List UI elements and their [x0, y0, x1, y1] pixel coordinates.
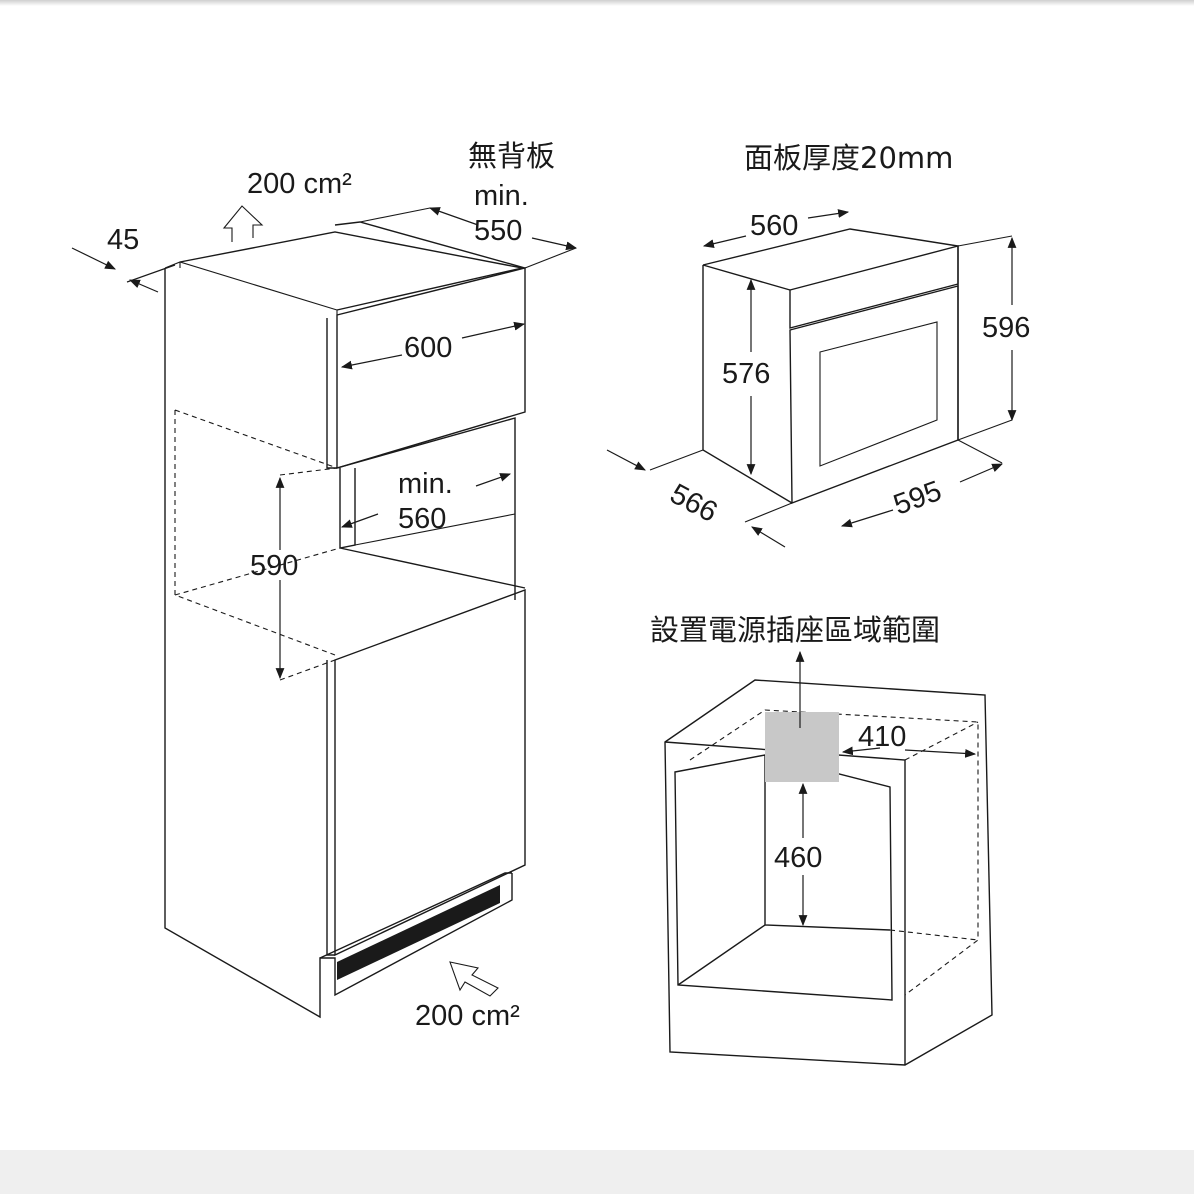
- niche-590-label: 590: [250, 550, 298, 582]
- oven-width-595-arrow-left: [840, 509, 894, 528]
- oven-depth-566-label: 566: [665, 478, 723, 529]
- width-600-arrow-left: [340, 354, 403, 370]
- oven-control-panel: [789, 245, 959, 329]
- gap-45-arrow-2: [128, 279, 159, 293]
- niche-width-arrow-left: [340, 513, 379, 528]
- oven-width-595-arrow-right: [959, 463, 1004, 483]
- socket-area-diagram: 設置電源插座區域範圍 410 460: [650, 613, 993, 1066]
- oven-width-560-arrow-right: [807, 209, 850, 219]
- width-600-label: 600: [404, 332, 452, 364]
- depth-arrow-front: [531, 237, 578, 251]
- no-backboard-label: 無背板: [468, 139, 555, 173]
- oven-window: [819, 321, 938, 467]
- oven-height-guide-bottom: [957, 419, 1013, 441]
- cabinet-top-rim: [164, 261, 338, 315]
- niche-dashed-outline: [174, 409, 341, 681]
- oven-width-595-label: 595: [889, 475, 945, 522]
- gap-45-arrow: [71, 247, 116, 270]
- gap-45-label: 45: [107, 224, 139, 256]
- cabinet-left-panel: [164, 268, 513, 1019]
- socket-width-410-arrow-left: [841, 746, 881, 756]
- plinth: [319, 872, 512, 959]
- vent-up-arrow-icon: [222, 205, 264, 242]
- top-edge-shadow: [0, 0, 1194, 6]
- socket-cabinet-front-edge: [664, 741, 906, 1065]
- socket-cabinet-dashed: [689, 709, 979, 996]
- vent-bottom-arrow-icon: [449, 961, 499, 997]
- bottom-vent-slot: [337, 885, 500, 980]
- socket-height-460-label: 460: [774, 842, 822, 874]
- panel-thickness-label: 面板厚度20mm: [744, 141, 953, 175]
- socket-zone: [765, 712, 839, 782]
- width-600-arrow-right: [461, 321, 526, 339]
- oven-width-560-label: 560: [750, 210, 798, 242]
- oven-door: [789, 285, 959, 505]
- socket-cabinet-opening: [674, 754, 893, 1001]
- oven-depth-566-arrow: [606, 449, 646, 471]
- oven-diagram: 面板厚度20mm 560 596 576 566 595: [606, 141, 1030, 548]
- depth-min-label: min.: [474, 180, 529, 212]
- oven-niche: [336, 417, 526, 600]
- oven-depth-guide: [649, 449, 793, 523]
- oven-height-576-label: 576: [722, 358, 770, 390]
- socket-width-410-label: 410: [858, 721, 906, 753]
- niche-width-arrow-right: [475, 473, 512, 487]
- depth-550-label: 550: [474, 215, 522, 247]
- oven-width-560-arrow-left: [702, 235, 747, 248]
- depth-guide-front: [524, 247, 577, 269]
- socket-cabinet-outer: [664, 679, 993, 1066]
- oven-height-596-label: 596: [982, 312, 1030, 344]
- height-min-label: min.: [398, 468, 453, 500]
- vent-bottom-label: 200 cm²: [415, 1000, 520, 1032]
- oven-depth-566-arrow-2: [751, 526, 786, 548]
- socket-area-title: 設置電源插座區域範圍: [650, 613, 940, 647]
- footer-bar: [0, 1150, 1194, 1194]
- cabinet-diagram: 200 cm² 45 無背板 min. 550 600 min. 560 590…: [71, 139, 578, 1032]
- height-560-label: 560: [398, 503, 446, 535]
- socket-width-410-arrow-right: [904, 749, 977, 758]
- depth-guide-back: [359, 207, 431, 223]
- depth-arrow-back: [428, 207, 479, 226]
- gap-45-guide: [126, 264, 176, 283]
- oven-width-guide: [957, 439, 1003, 464]
- oven-height-guide-top: [957, 235, 1013, 247]
- niche-inner: [354, 513, 516, 546]
- upper-front-panel: [326, 267, 526, 469]
- vent-top-label: 200 cm²: [247, 168, 352, 200]
